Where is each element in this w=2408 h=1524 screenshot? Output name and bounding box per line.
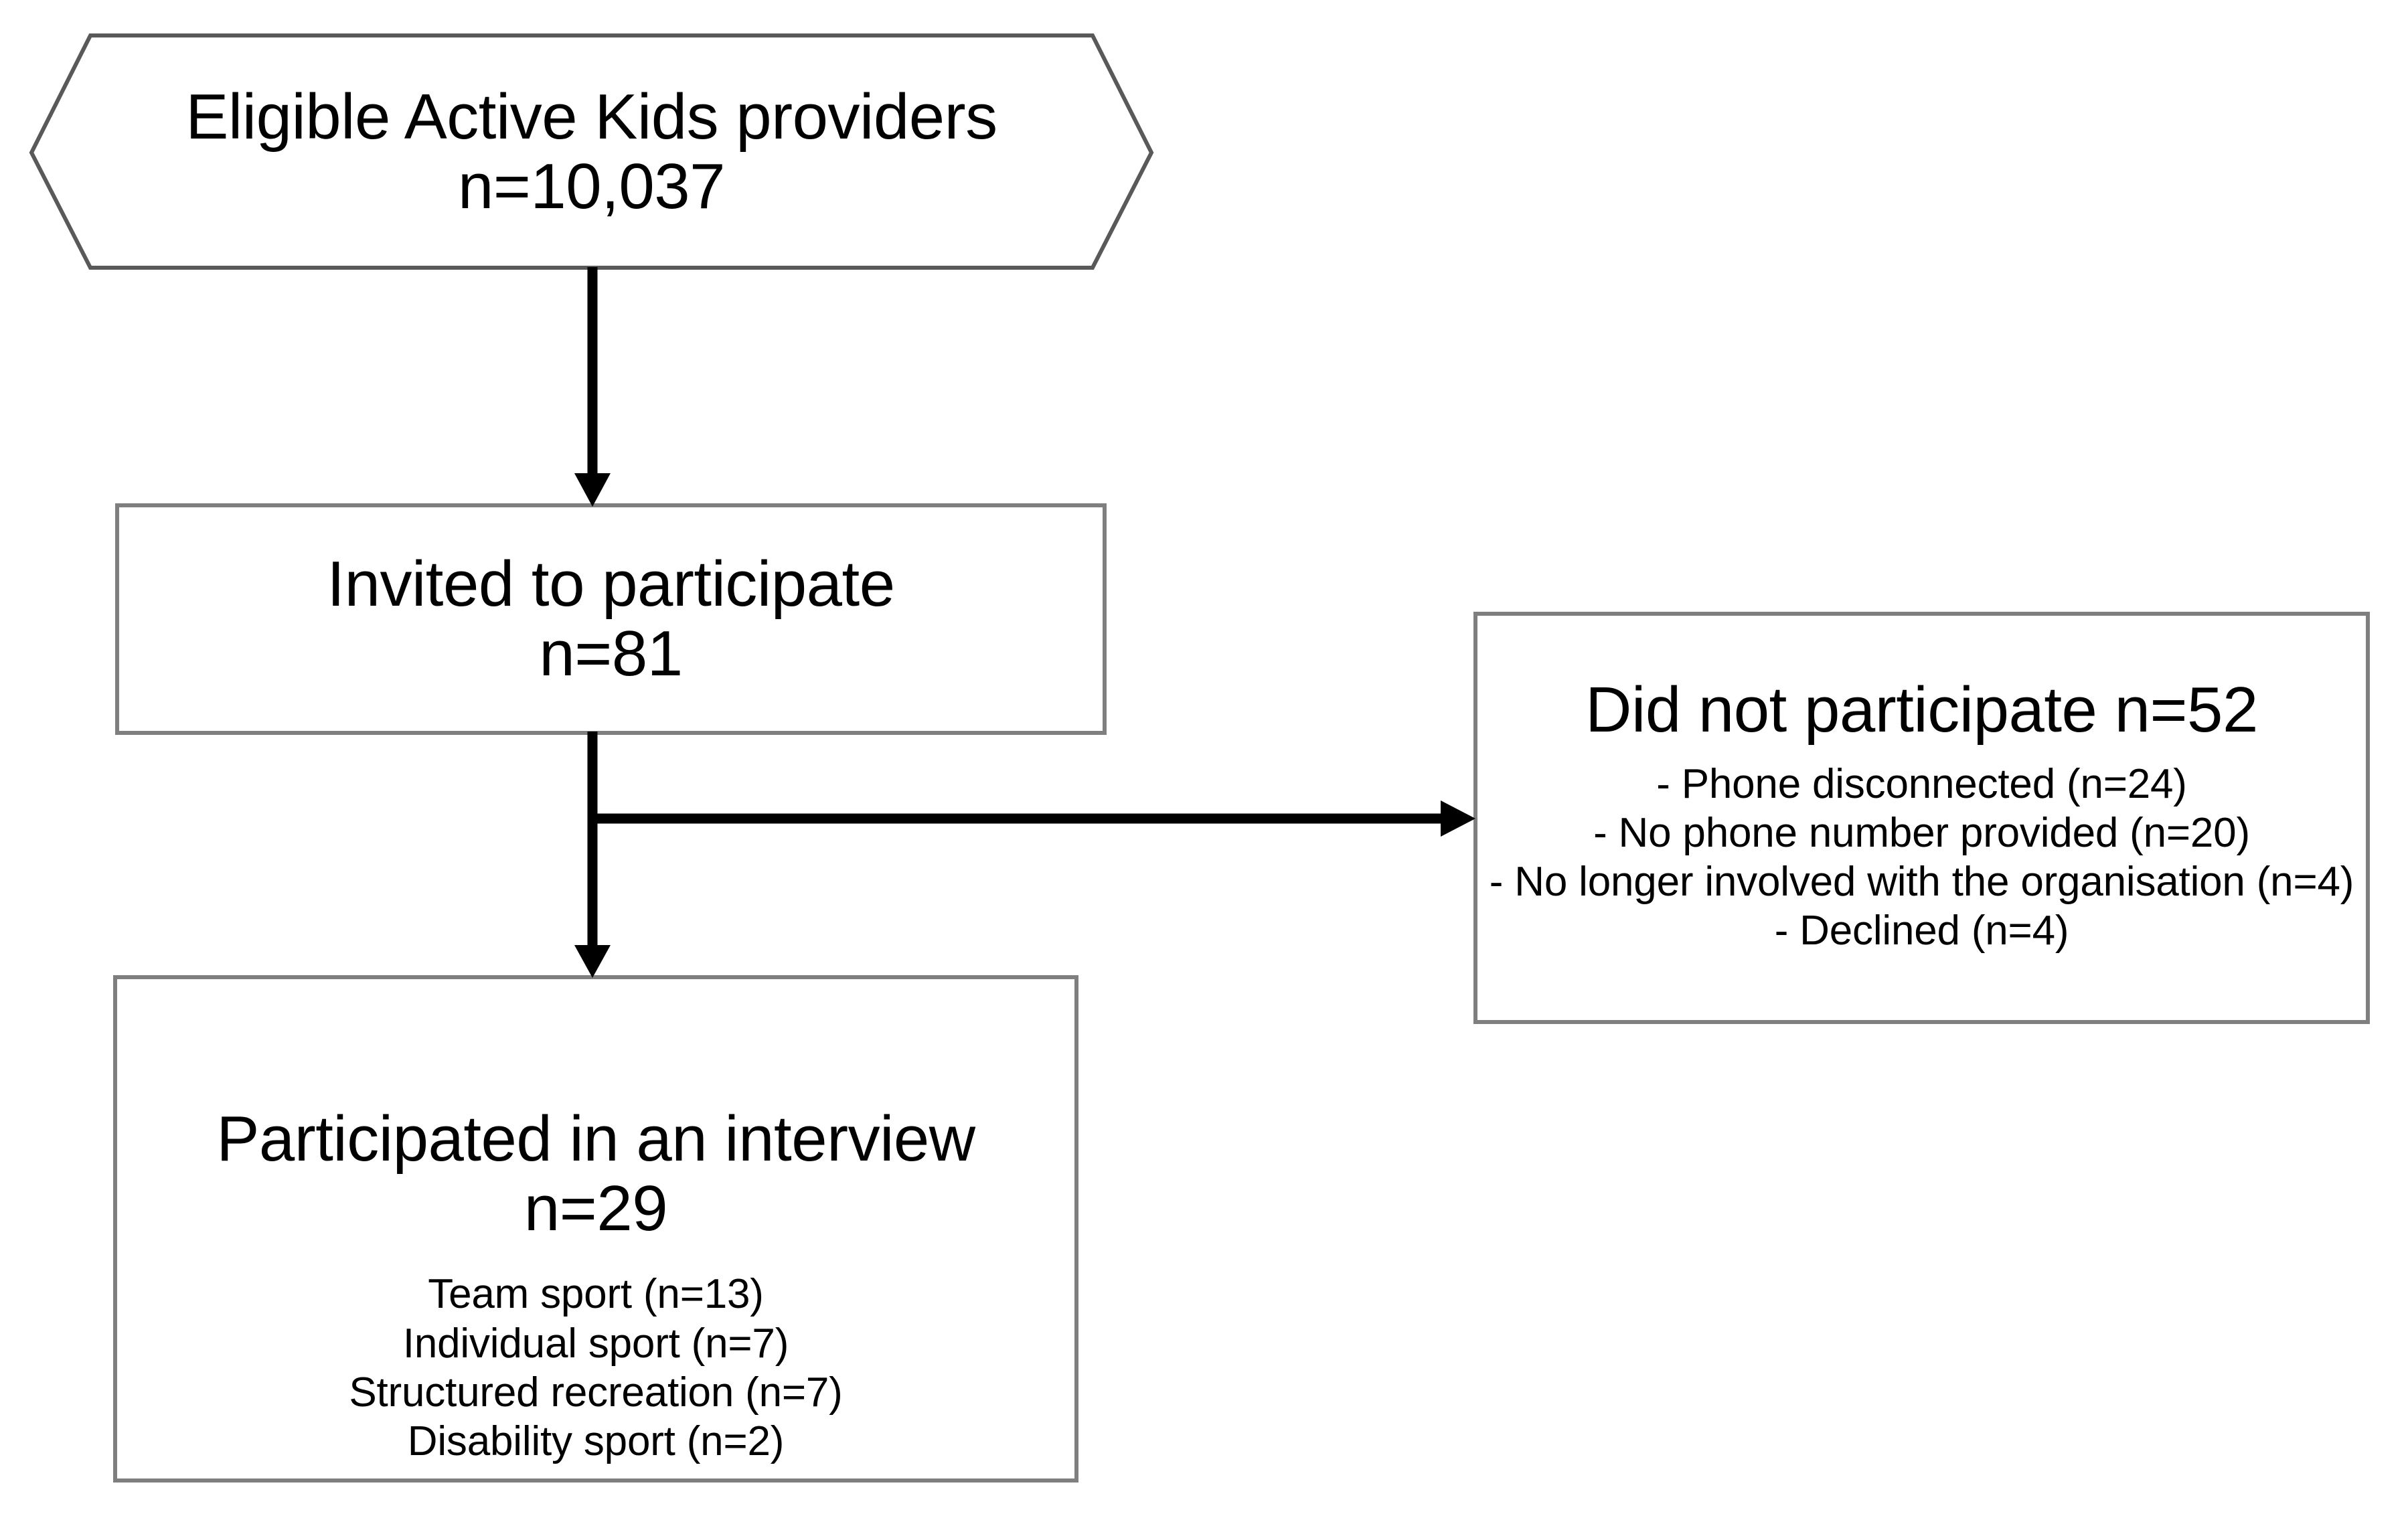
arrow-invited-to-participated xyxy=(574,819,611,978)
hexagon-eligible-providers xyxy=(29,33,1154,270)
box-did-not-participate xyxy=(1473,612,2370,1024)
box-invited-to-participate xyxy=(115,503,1107,735)
arrow-eligible-to-invited xyxy=(574,267,611,507)
arrow-invited-to-did-not-participate xyxy=(587,732,1475,837)
box-participated-in-interview xyxy=(113,975,1078,1483)
